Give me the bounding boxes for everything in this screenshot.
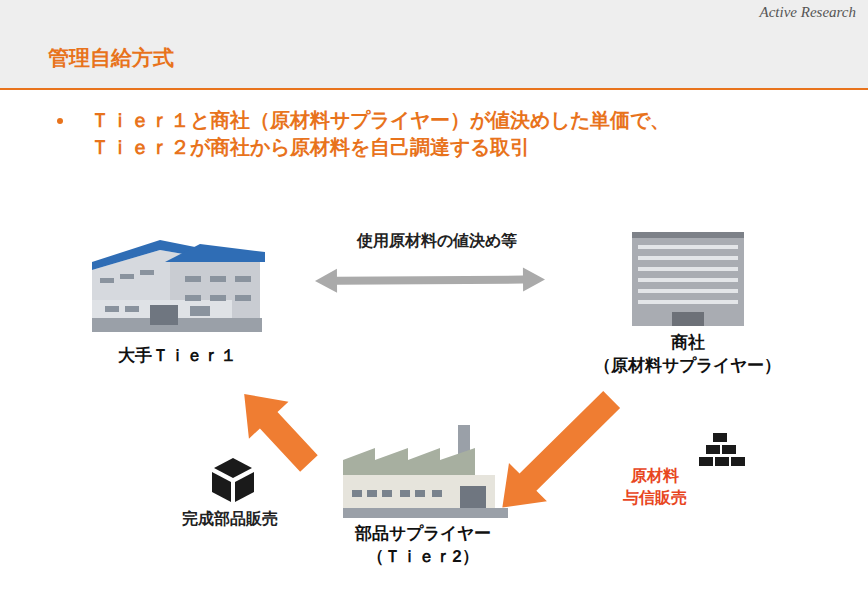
header-band bbox=[0, 0, 868, 88]
flow-arrow bbox=[244, 394, 318, 472]
edge-label: 原材料 与信販売 bbox=[615, 465, 695, 508]
edge-label: 完成部品販売 bbox=[160, 508, 300, 530]
node-box: 商社 （原材料サプライヤー） bbox=[580, 228, 795, 382]
brand-mark: Active Research bbox=[760, 3, 856, 21]
bullet bbox=[57, 118, 63, 124]
parcel-icon bbox=[212, 458, 254, 502]
tier1-factory-icon bbox=[92, 240, 265, 332]
flow-arrow bbox=[502, 391, 620, 508]
bullet-text: Ｔｉｅｒ１と商社（原材料サプライヤー）が値決めした単価で、 Ｔｉｅｒ２が商社から… bbox=[90, 107, 730, 161]
tier2-factory-icon bbox=[343, 425, 508, 518]
header-rule bbox=[0, 88, 868, 90]
edge-label: 使用原材料の値決め等 bbox=[322, 230, 552, 252]
node-box: 大手Ｔｉｅｒ１ bbox=[85, 235, 270, 372]
node-label: 大手Ｔｉｅｒ１ bbox=[85, 345, 270, 368]
trading-company-building-icon bbox=[632, 232, 744, 326]
node-label: 商社 （原材料サプライヤー） bbox=[582, 332, 794, 378]
material-bars-icon bbox=[699, 433, 745, 466]
flow-arrow bbox=[315, 268, 545, 293]
node-box: 部品サプライヤー （Ｔｉｅｒ2） bbox=[328, 420, 518, 580]
node-label: 部品サプライヤー （Ｔｉｅｒ2） bbox=[348, 523, 498, 569]
page-title: 管理自給方式 bbox=[48, 44, 174, 72]
